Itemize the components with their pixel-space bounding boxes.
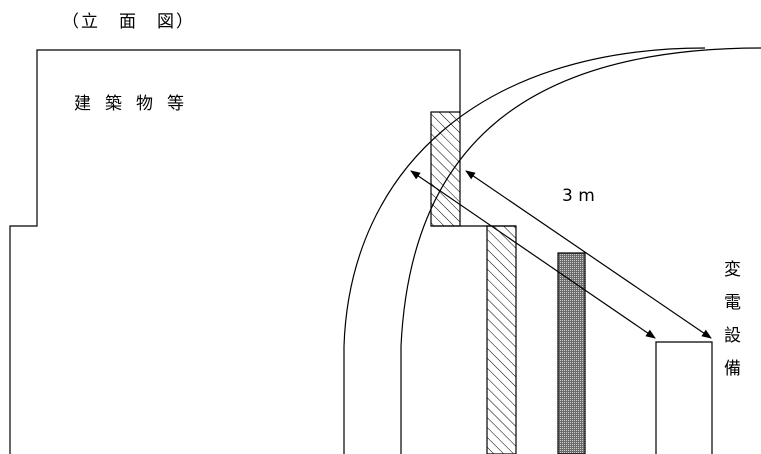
hatched-fire-wall [486,225,517,454]
dimension-arrow-inner [465,170,712,339]
distance-label: 3 m [562,186,595,206]
equipment-label: 変電設備 [720,260,740,392]
building-outline [9,49,461,454]
dimension-arrow-outer [410,170,656,339]
grey-barrier [557,252,586,454]
diagram-title: （立 面 図） [62,12,195,32]
outer-boundary-arc [343,47,706,454]
inner-boundary-arc [400,47,761,454]
equipment-box [655,341,713,454]
building-label: 建築物等 [74,94,198,114]
